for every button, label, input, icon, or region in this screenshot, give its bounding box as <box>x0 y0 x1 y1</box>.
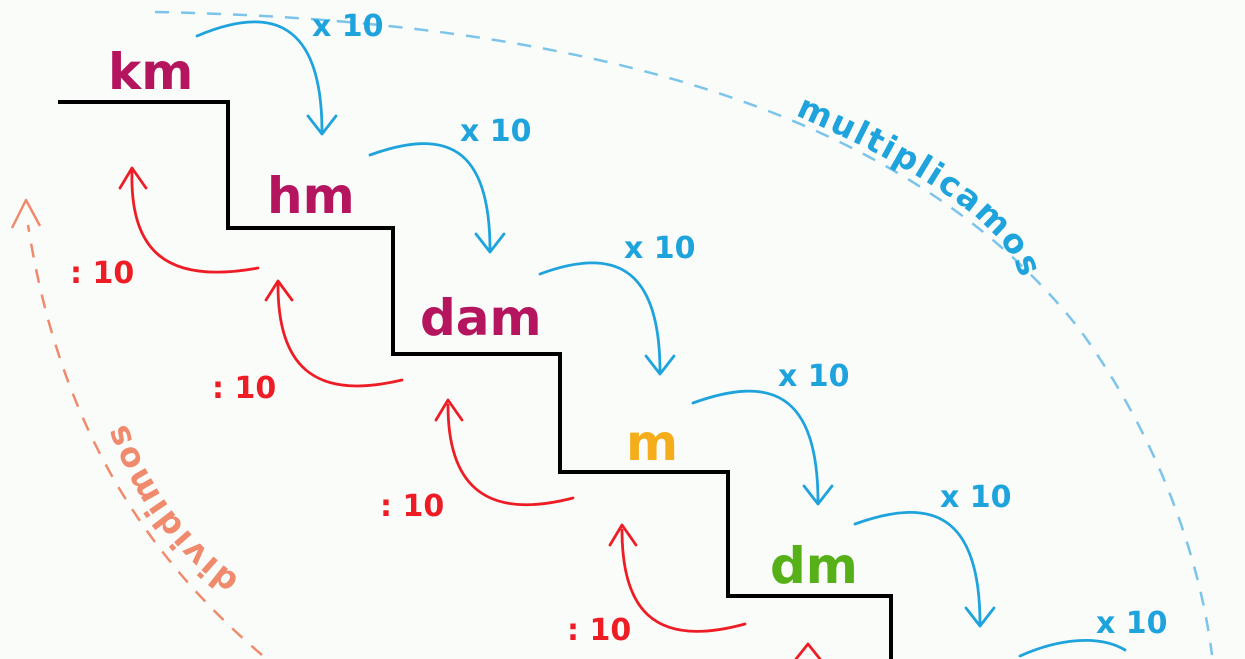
multiply-label: x 10 <box>312 9 384 44</box>
unit-label-hm: hm <box>267 167 355 225</box>
arrowhead-down-icon <box>306 114 338 136</box>
arrowhead-up-icon <box>264 279 294 302</box>
divide-label: : 10 <box>380 489 444 524</box>
divide-word-path: dividimos <box>96 418 242 602</box>
multiply-arrow-5 <box>853 511 996 628</box>
divide-label: : 10 <box>70 256 134 291</box>
divide-dashed-arc <box>26 224 263 656</box>
arrowhead-up-icon <box>608 523 638 547</box>
arrowhead-down-icon <box>644 354 676 376</box>
multiply-label: x 10 <box>460 114 532 149</box>
unit-label-m: m <box>626 414 678 472</box>
multiply-label: x 10 <box>778 359 850 394</box>
divide-dashed-arrowhead-icon <box>10 198 42 229</box>
multiply-word: multiplicamos <box>792 87 1051 283</box>
unit-label-dm: dm <box>770 537 858 595</box>
multiply-arrow-1 <box>195 20 338 136</box>
arrowhead-up-icon <box>794 642 822 659</box>
multiply-arrow-4 <box>691 389 834 506</box>
divide-arrow-5 <box>794 642 822 659</box>
divide-arrow-2 <box>264 279 404 388</box>
arrowhead-down-icon <box>474 232 506 254</box>
arrowhead-up-icon <box>434 398 464 422</box>
divide-arrow-4 <box>608 523 747 633</box>
unit-label-dam: dam <box>420 289 542 347</box>
divide-word: dividimos <box>96 418 244 602</box>
multiply-arrow-6 <box>1018 639 1127 658</box>
arrowhead-up-icon <box>118 166 148 190</box>
multiply-dashed-arc <box>154 10 1214 656</box>
divide-label: : 10 <box>567 613 631 648</box>
divide-arrow-3 <box>434 398 575 507</box>
multiply-label: x 10 <box>624 231 696 266</box>
staircase <box>58 100 893 659</box>
multiply-arrow-2 <box>368 142 506 254</box>
arrowhead-down-icon <box>964 606 996 628</box>
multiply-arrow-3 <box>538 261 676 376</box>
divide-label: : 10 <box>212 371 276 406</box>
arrowhead-down-icon <box>802 484 834 506</box>
multiply-label: x 10 <box>1096 606 1168 641</box>
unit-label-km: km <box>108 43 193 101</box>
divide-arrow-1 <box>118 166 260 274</box>
multiply-word-path: multiplicamos <box>792 87 1049 283</box>
multiply-label: x 10 <box>940 480 1012 515</box>
